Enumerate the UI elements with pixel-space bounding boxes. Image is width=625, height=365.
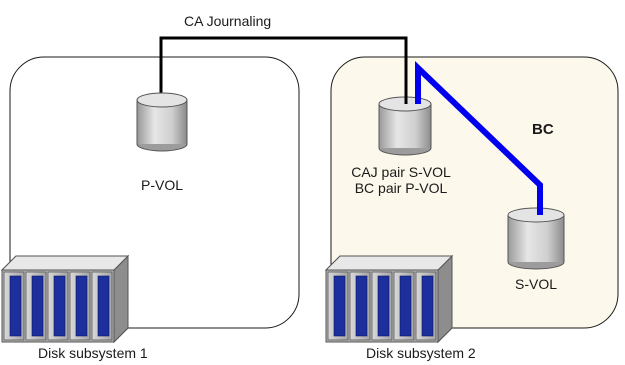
bc-s-vol-label: S-VOL	[515, 276, 557, 292]
disk-subsystem-2-rack-icon	[325, 255, 453, 343]
disk-subsystem-1-label: Disk subsystem 1	[38, 345, 148, 361]
bc-pvol-label: BC pair P-VOL	[355, 180, 448, 196]
bc-link	[415, 60, 543, 214]
disk-subsystem-2-label: Disk subsystem 2	[366, 345, 476, 361]
bc-label: BC	[532, 121, 554, 138]
bc-s-vol-cylinder-icon	[507, 207, 565, 270]
p-vol-label: P-VOL	[141, 177, 183, 193]
caj-svol-label: CAJ pair S-VOL	[351, 164, 451, 180]
ca-journaling-link	[159, 36, 408, 98]
disk-subsystem-1-rack-icon	[1, 255, 129, 343]
caj-svol-bc-pvol-cylinder-icon	[378, 96, 432, 156]
p-vol-cylinder-icon	[136, 92, 188, 152]
ca-journaling-label: CA Journaling	[184, 13, 271, 29]
